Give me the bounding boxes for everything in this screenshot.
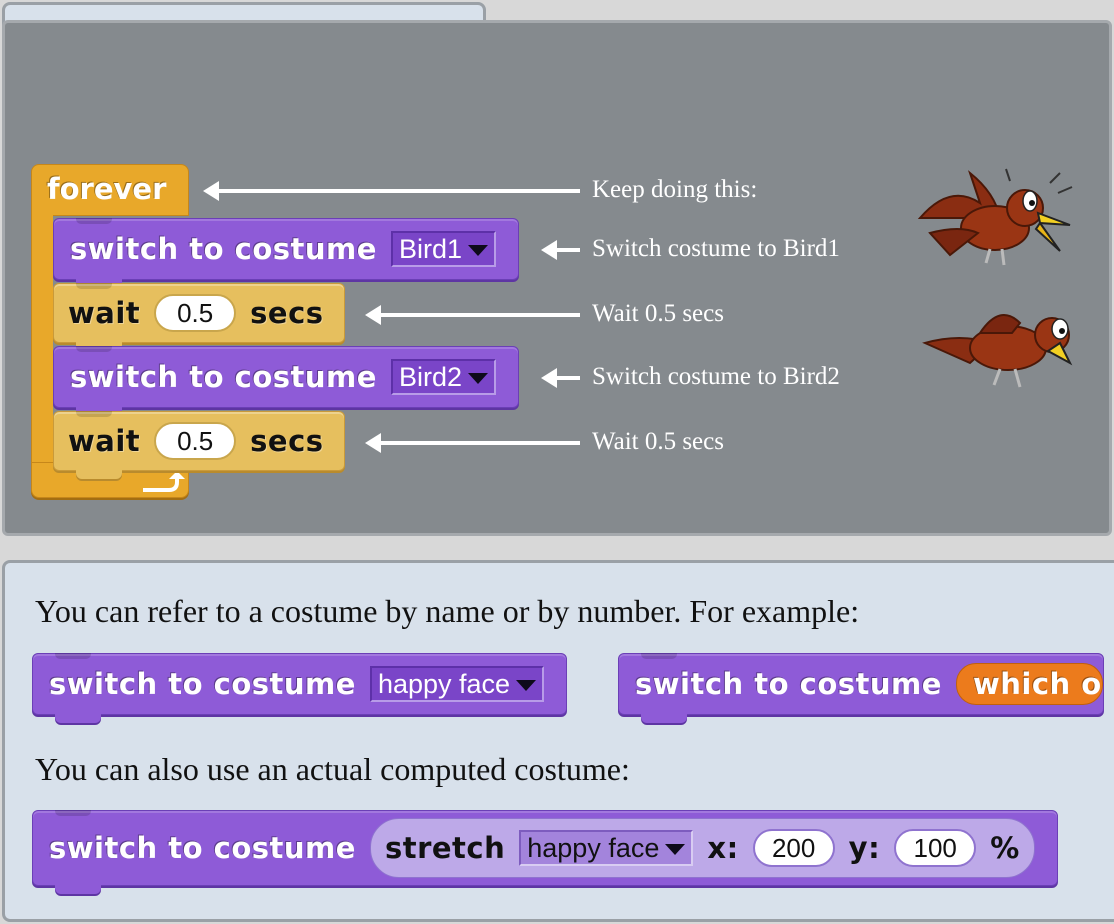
forever-label: forever [47, 172, 167, 206]
costume-dropdown[interactable]: Bird2 [390, 359, 496, 395]
annotation-wait-2: Wait 0.5 secs [592, 428, 724, 455]
loop-arrow-icon [143, 471, 185, 492]
bottom-doc-panel: You can refer to a costume by name or by… [2, 560, 1114, 922]
stretch-label: stretch [384, 831, 506, 865]
forever-block-top [31, 164, 189, 216]
block-label: switch to costume [635, 667, 942, 701]
bird2-costume-image [922, 314, 1073, 388]
y-label: y: [848, 831, 881, 865]
block-label: switch to costume [70, 232, 377, 266]
stretch-reporter[interactable]: stretch happy face x: 200 y: 100 % [369, 818, 1035, 878]
forever-block-arm [31, 214, 53, 464]
costume-dropdown-value: happy face [527, 832, 660, 863]
block-label: switch to costume [49, 667, 356, 701]
costume-dropdown[interactable]: happy face [369, 666, 545, 702]
stretch-x-input[interactable]: 200 [752, 829, 835, 867]
block-label: switch to costume [70, 360, 377, 394]
percent-label: % [990, 831, 1020, 865]
annotation-arrow [541, 240, 580, 260]
wait-seconds-input[interactable]: 0.5 [154, 294, 237, 332]
costume-dropdown-value: Bird1 [398, 233, 462, 264]
wait-label: wait [68, 296, 141, 330]
which-reporter-label: which o [972, 667, 1102, 701]
x-label: x: [707, 831, 739, 865]
annotation-arrow [541, 368, 580, 388]
secs-label: secs [250, 296, 324, 330]
annotation-arrow [365, 433, 580, 453]
secs-label: secs [250, 424, 324, 458]
dropdown-arrow-icon [467, 244, 488, 256]
annotation-arrow [203, 181, 580, 201]
switch-to-costume-happy-face-block[interactable]: switch to costume happy face [32, 653, 568, 723]
doc-text-refer-by-name: You can refer to a costume by name or by… [35, 593, 860, 629]
dropdown-arrow-icon [516, 679, 537, 691]
wait-block[interactable]: wait 0.5 secs [53, 283, 345, 351]
stretch-y-input[interactable]: 100 [894, 829, 977, 867]
costume-dropdown-value: Bird2 [398, 361, 462, 392]
dropdown-arrow-icon [467, 372, 488, 384]
script-area: forever switch to costume Bird1 wait 0.5… [2, 20, 1112, 536]
costume-dropdown[interactable]: Bird1 [390, 231, 496, 267]
switch-to-costume-bird1-block[interactable]: switch to costume Bird1 [53, 218, 519, 288]
switch-to-costume-reporter-block[interactable]: switch to costume which o [618, 653, 1104, 723]
costume-dropdown-value: happy face [377, 668, 511, 699]
wait-label: wait [68, 424, 141, 458]
annotation-wait-1: Wait 0.5 secs [592, 300, 724, 327]
stretch-costume-dropdown[interactable]: happy face [519, 830, 694, 866]
wait-seconds-input[interactable]: 0.5 [154, 422, 237, 460]
annotation-switch-bird2: Switch costume to Bird2 [592, 363, 840, 390]
switch-to-costume-stretch-block[interactable]: switch to costume stretch happy face x: … [32, 810, 1058, 894]
block-label: switch to costume [49, 831, 356, 865]
switch-to-costume-bird2-block[interactable]: switch to costume Bird2 [53, 346, 519, 416]
bird1-costume-image [917, 168, 1073, 266]
annotation-keep-doing: Keep doing this: [592, 176, 758, 203]
doc-text-computed-costume: You can also use an actual computed cost… [35, 751, 630, 787]
wait-block[interactable]: wait 0.5 secs [53, 411, 345, 479]
which-reporter[interactable]: which o [955, 663, 1103, 705]
annotation-switch-bird1: Switch costume to Bird1 [592, 235, 840, 262]
dropdown-arrow-icon [665, 843, 686, 855]
annotation-arrow [365, 305, 580, 325]
